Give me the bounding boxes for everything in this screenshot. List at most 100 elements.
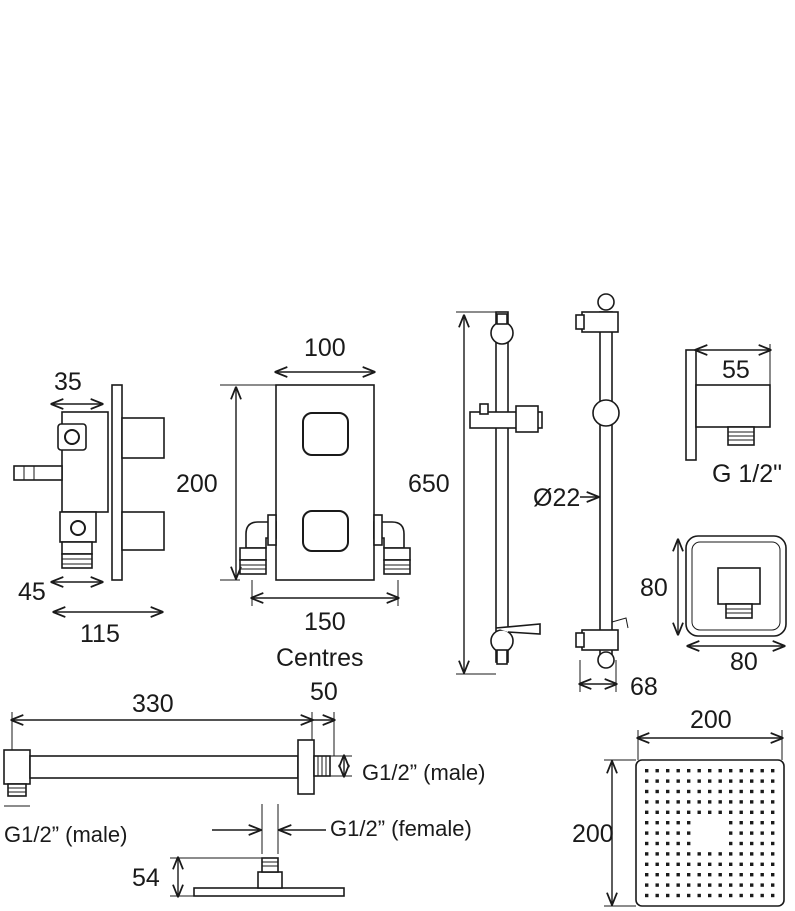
nozzle-dot xyxy=(687,789,691,794)
nozzle-dot xyxy=(729,862,733,866)
nozzle-dot xyxy=(697,810,701,814)
nozzle-dot xyxy=(676,779,680,783)
nozzle-dot xyxy=(645,769,649,773)
dim-650-label: 650 xyxy=(408,470,450,498)
nozzle-dot xyxy=(655,873,659,877)
nozzle-dot xyxy=(708,883,712,887)
nozzle-dot xyxy=(771,841,775,846)
nozzle-dot xyxy=(718,893,722,898)
nozzle-dot xyxy=(760,831,764,835)
nozzle-dot xyxy=(645,821,649,825)
nozzle-dot xyxy=(729,873,733,877)
outlet-wall-plate xyxy=(685,349,697,461)
valve-front-bottom-knob xyxy=(302,510,349,552)
nozzle-dot xyxy=(676,800,680,804)
nozzle-dot xyxy=(729,800,733,804)
nozzle-dot xyxy=(645,841,649,846)
dim-50-label: 50 xyxy=(310,678,338,706)
nozzle-dot xyxy=(666,862,670,866)
nozzle-dot xyxy=(655,821,659,825)
nozzle-dot xyxy=(645,779,649,783)
nozzle-dot xyxy=(645,789,649,794)
head-front-plate xyxy=(635,759,785,907)
nozzle-dot xyxy=(718,862,722,866)
nozzle-dot xyxy=(666,852,670,856)
nozzle-dot xyxy=(760,769,764,773)
valve-side-view: 35 45 115 xyxy=(13,368,165,648)
nozzle-dot xyxy=(655,852,659,856)
nozzle-dot xyxy=(750,862,754,866)
nozzle-dot xyxy=(697,800,701,804)
nozzle-dot xyxy=(760,800,764,804)
dim-330-label: 330 xyxy=(132,690,174,718)
nozzle-dot xyxy=(739,893,743,898)
nozzle-dot xyxy=(687,883,691,887)
nozzle-dot xyxy=(771,883,775,887)
arm-thread-right-label: G1/2” (male) xyxy=(362,760,485,785)
nozzle-dot xyxy=(771,800,775,804)
nozzle-dot xyxy=(687,893,691,898)
nozzle-dot xyxy=(718,789,722,794)
nozzle-dot xyxy=(666,789,670,794)
nozzle-dot xyxy=(687,841,691,846)
valve-front-top-knob xyxy=(302,412,349,456)
nozzle-dot xyxy=(676,831,680,835)
nozzle-dot xyxy=(729,769,733,773)
arm-end-block xyxy=(297,739,315,795)
nozzle-dot xyxy=(676,841,680,846)
nozzle-dot xyxy=(739,873,743,877)
nozzle-dot xyxy=(750,789,754,794)
nozzle-dot xyxy=(666,810,670,814)
nozzle-dot xyxy=(655,810,659,814)
nozzle-dot xyxy=(750,831,754,835)
outlet-thread-label: G 1/2" xyxy=(712,460,782,488)
nozzle-dot xyxy=(645,883,649,887)
nozzle-dot xyxy=(676,862,680,866)
nozzle-dot xyxy=(687,769,691,773)
nozzle-dot xyxy=(708,893,712,898)
nozzle-dot xyxy=(655,883,659,887)
nozzle-dot xyxy=(645,810,649,814)
nozzle-dot xyxy=(708,800,712,804)
nozzle-dot xyxy=(676,873,680,877)
shower-arm: 330 50 G1/2” (male) G1/2” (male) xyxy=(3,678,485,847)
rail-pipe xyxy=(495,311,509,663)
nozzle-dot xyxy=(729,841,733,846)
nozzle-dot xyxy=(760,883,764,887)
nozzle-dot xyxy=(666,831,670,835)
nozzle-dot xyxy=(687,779,691,783)
nozzle-dot xyxy=(729,789,733,794)
outlet-front-body xyxy=(717,567,761,605)
dim-115-label: 115 xyxy=(80,620,120,648)
nozzle-dot xyxy=(697,893,701,898)
nozzle-dot xyxy=(771,810,775,814)
dim-150-label: 150 xyxy=(304,608,346,636)
valve-wall-plate xyxy=(111,384,123,581)
valve-top-inlet xyxy=(57,423,87,451)
nozzle-dot xyxy=(771,789,775,794)
nozzle-dot xyxy=(655,800,659,804)
nozzle-dot xyxy=(739,852,743,856)
nozzle-dot xyxy=(708,873,712,877)
nozzle-dot xyxy=(708,769,712,773)
nozzle-dot xyxy=(645,873,649,877)
nozzle-dot xyxy=(708,810,712,814)
nozzle-dot xyxy=(729,852,733,856)
nozzle-dot xyxy=(739,831,743,835)
valve-front-plate xyxy=(275,384,375,581)
nozzle-dot xyxy=(645,852,649,856)
dim-diameter-label: Ø22 xyxy=(533,484,580,512)
nozzle-dot xyxy=(645,893,649,898)
head-thread-label: G1/2” (female) xyxy=(330,816,472,841)
nozzle-dot xyxy=(771,873,775,877)
nozzle-dot xyxy=(655,831,659,835)
nozzle-dot xyxy=(750,852,754,856)
dim-54-label: 54 xyxy=(132,864,160,892)
nozzle-dot xyxy=(708,789,712,794)
riser-rail-side: Ø22 68 xyxy=(533,293,658,701)
nozzle-dot xyxy=(718,883,722,887)
wall-outlet-front: 80 80 xyxy=(640,535,787,676)
head-swivel xyxy=(257,871,283,889)
nozzle-dot xyxy=(655,841,659,846)
nozzle-dot xyxy=(739,862,743,866)
